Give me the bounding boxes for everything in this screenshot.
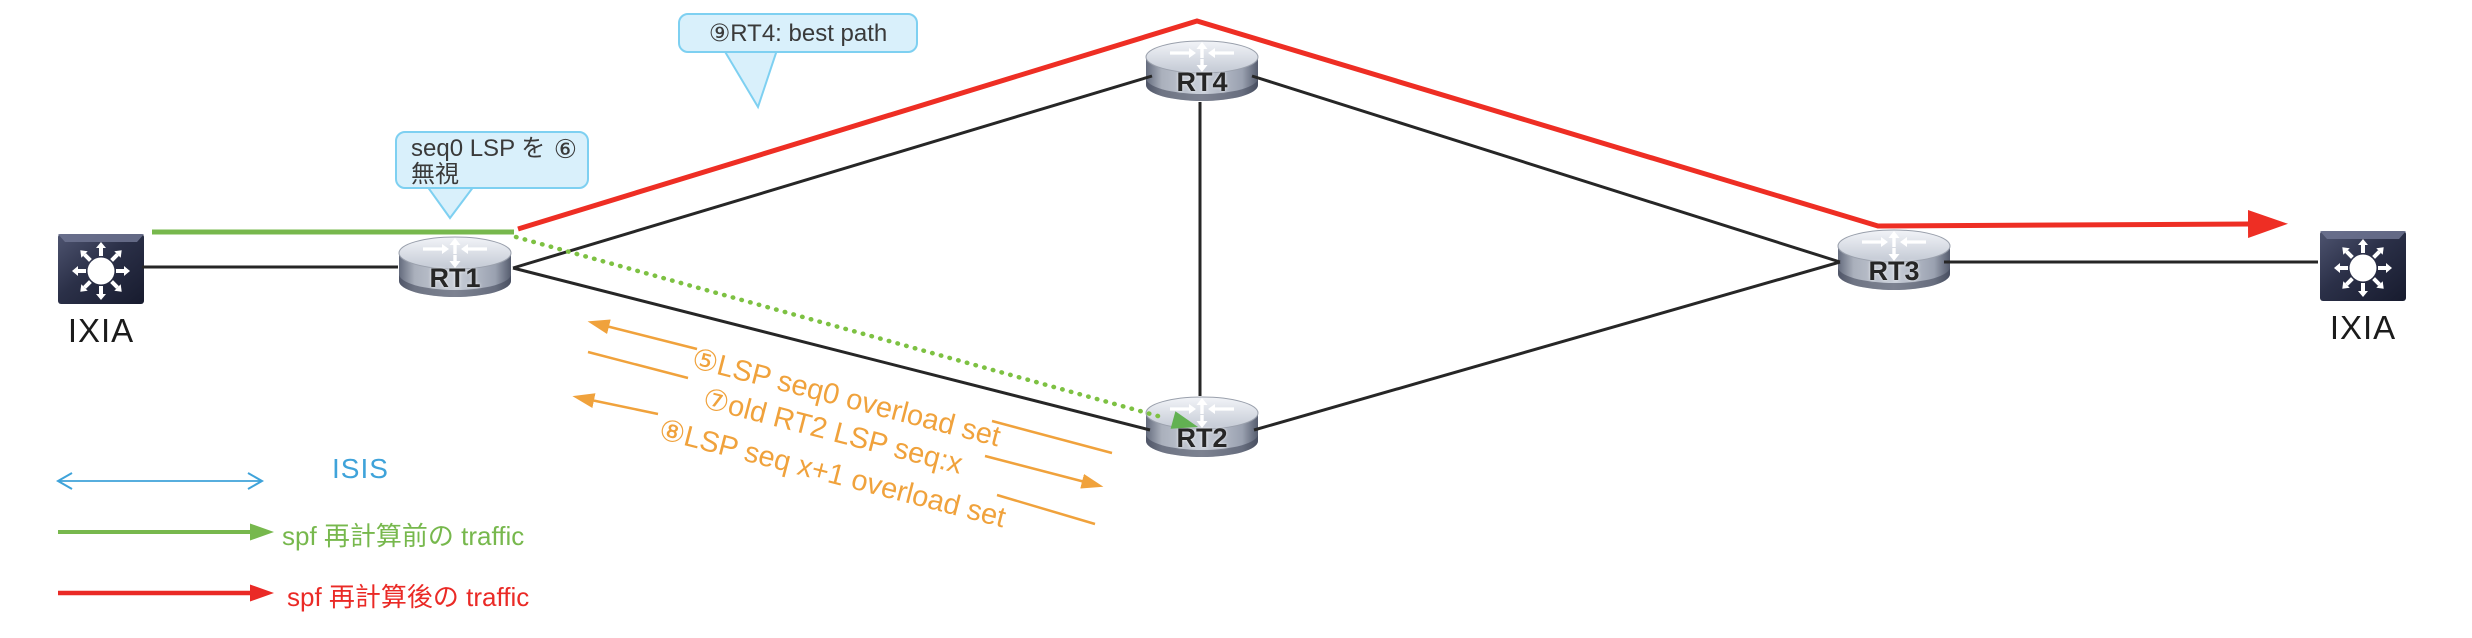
device-rt4: RT4	[1144, 40, 1260, 104]
link-rt4-rt3	[1251, 74, 1841, 264]
device-label: IXIA	[2329, 309, 2397, 346]
router-label: RT1	[429, 263, 481, 293]
device-ixia-left: IXIA	[58, 231, 144, 350]
device-rt1: RT1	[397, 236, 513, 300]
callout-tail-ignore-lsp	[425, 185, 476, 220]
legend-label-before-traffic: spf 再計算前の traffic	[282, 521, 525, 551]
device-ixia-right: IXIA	[2320, 228, 2406, 347]
traffic-generator-icon	[58, 231, 144, 305]
device-label: IXIA	[67, 312, 135, 349]
flow-line-8-right	[996, 493, 1096, 526]
callout-ignore-line2: 無視	[411, 161, 459, 188]
step-badge-6: ⑥	[553, 134, 577, 164]
legend-label-after-traffic: spf 再計算後の traffic	[287, 582, 530, 612]
flow-arrow-7-right	[984, 454, 1104, 489]
router-label: RT3	[1868, 256, 1920, 286]
callout-tail-best-path	[722, 49, 779, 110]
link-rt2-rt3	[1253, 260, 1841, 432]
device-rt2: RT2	[1144, 396, 1260, 460]
router-label: RT4	[1176, 67, 1228, 97]
callout-best-path: ⑨RT4: best path	[678, 13, 918, 53]
callout-ignore-line1: seq0 LSP を	[411, 135, 546, 162]
callout-ignore-lsp: seq0 LSP を ⑥ 無視	[395, 131, 589, 189]
flow-line-7-left	[587, 350, 689, 380]
callout-best-path-text: ⑨RT4: best path	[708, 19, 888, 47]
flow-line-5-right	[991, 419, 1113, 455]
device-rt3: RT3	[1836, 229, 1952, 293]
flow-arrow-5-left	[587, 319, 698, 351]
flow-arrow-8-left	[572, 393, 659, 416]
traffic-generator-icon	[2320, 228, 2406, 302]
router-label: RT2	[1176, 423, 1228, 453]
link-rt1-rt4	[512, 74, 1153, 270]
legend-label-isis: ISIS	[332, 453, 389, 484]
legend-isis-arrowheads	[55, 472, 265, 490]
